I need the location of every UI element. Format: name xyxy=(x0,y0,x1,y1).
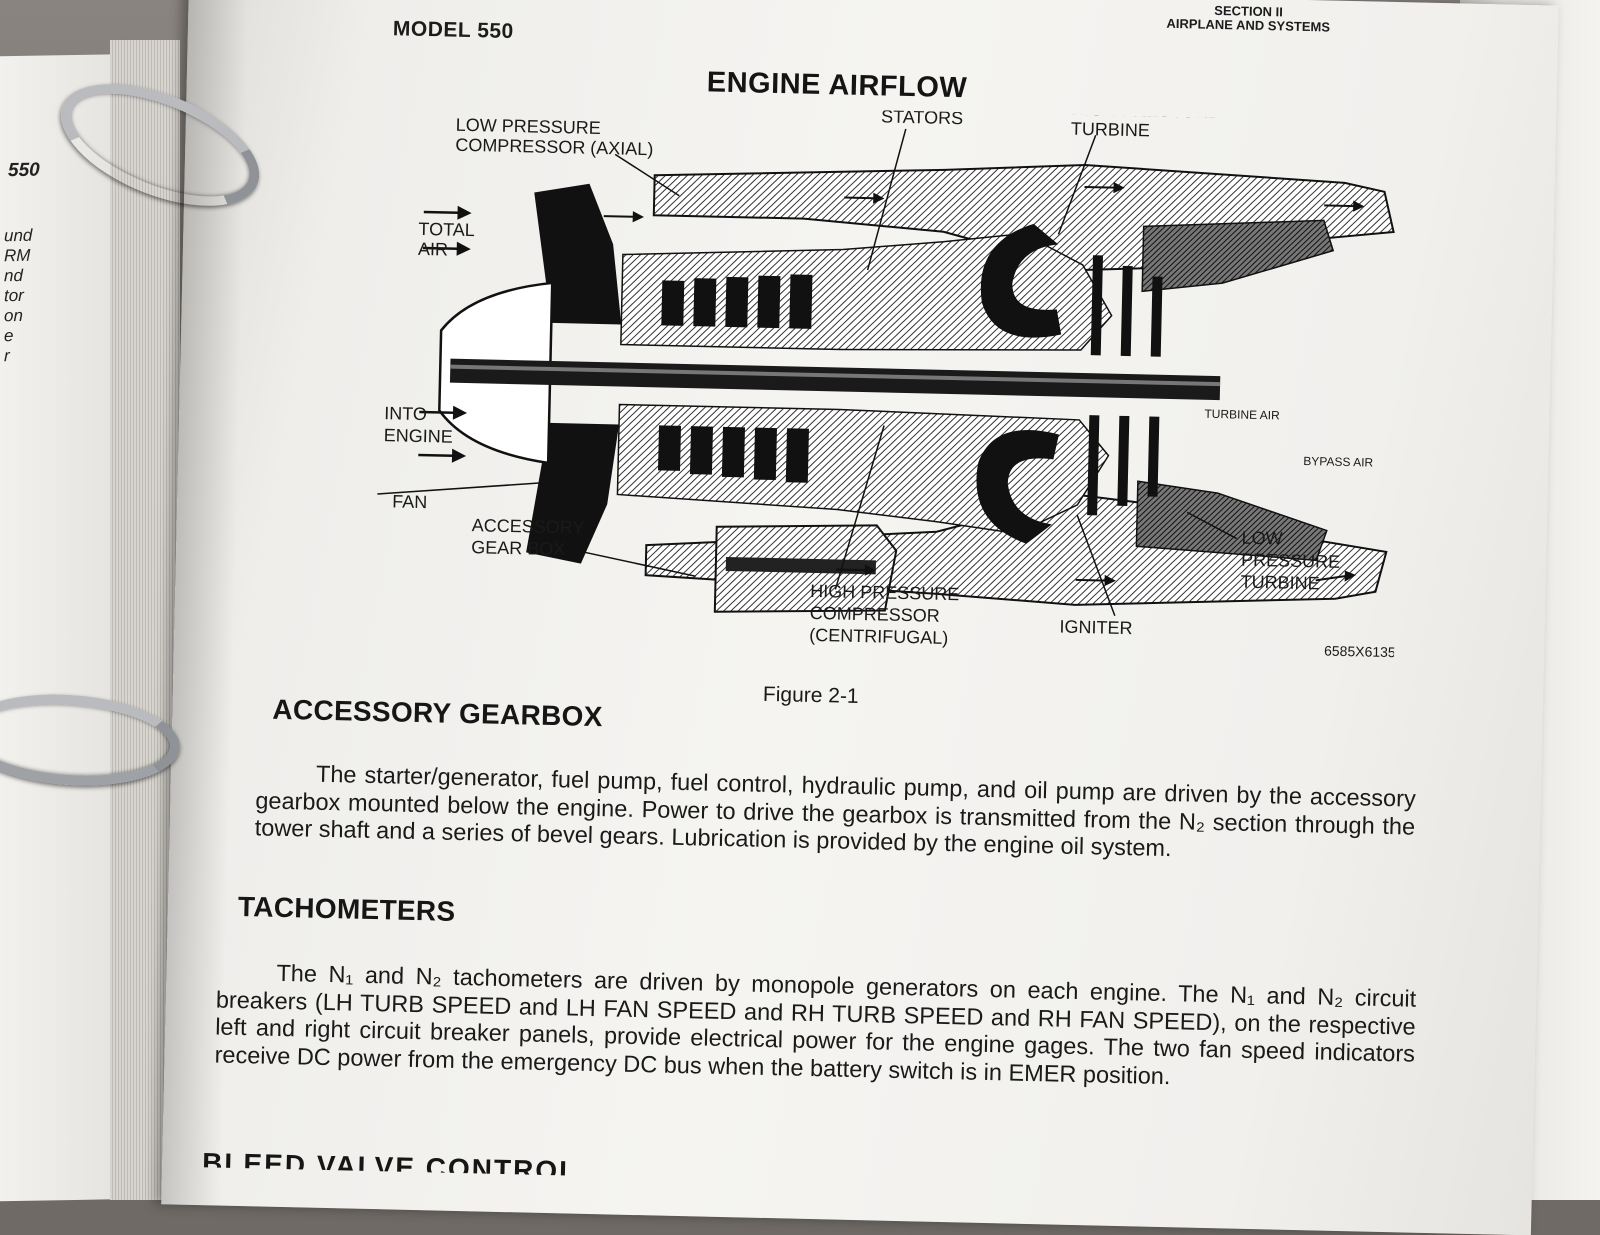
label-hp-turbine: HIGH PRESSURETURBINE xyxy=(1071,99,1221,142)
left-page-fragment: tor xyxy=(4,285,24,306)
left-page-fragment: on xyxy=(4,305,23,326)
label-text: ACCESSORY xyxy=(471,515,584,538)
paragraph-text: The N₁ and N₂ tachometers are driven by … xyxy=(214,959,1417,1089)
turbine-discs xyxy=(1087,255,1163,516)
engine-shaft xyxy=(449,358,1221,401)
figure-caption: Figure 2-1 xyxy=(762,682,859,708)
label-text: INTO xyxy=(384,403,427,424)
combustor-upper xyxy=(980,223,1062,338)
section-heading-tachometers: TACHOMETERS xyxy=(237,890,456,927)
section-heading-accessory-gearbox: ACCESSORY GEARBOX xyxy=(272,693,604,733)
paragraph-accessory-gearbox: The starter/generator, fuel pump, fuel c… xyxy=(254,759,1417,868)
exhaust-mixer-lower xyxy=(1135,480,1328,562)
label-text: GEAR BOX xyxy=(471,537,565,559)
label-fan: FAN xyxy=(392,491,427,512)
paragraph-tachometers: The N₁ and N₂ tachometers are driven by … xyxy=(214,958,1416,1095)
label-hp-compressor: HIGH PRESSURECOMPRESSOR(CENTRIFUGAL) xyxy=(809,581,959,648)
label-lp-compressor: LOW PRESSURECOMPRESSOR (AXIAL) xyxy=(455,115,654,159)
leader-lines xyxy=(377,128,1237,617)
figure-part-number: 6585X6135 xyxy=(1324,643,1396,661)
left-page-fragment: e xyxy=(4,326,14,346)
flow-arrows xyxy=(603,182,1365,587)
label-text: TURBINE xyxy=(1240,572,1319,594)
label-text: COMPRESSOR xyxy=(810,603,940,626)
left-page-fragment: r xyxy=(4,346,10,366)
label-text: LOW PRESSURE xyxy=(456,115,601,138)
left-page-fragment: und xyxy=(4,225,33,246)
paragraph-text: The starter/generator, fuel pump, fuel c… xyxy=(254,760,1417,862)
inlet-arrows xyxy=(418,205,472,463)
exhaust-mixer-upper xyxy=(1141,219,1335,293)
label-into-engine: INTOENGINE xyxy=(384,403,454,447)
label-text: AIR xyxy=(418,239,448,260)
label-text: PRESSURE xyxy=(1241,550,1340,572)
left-page-fragment: RM xyxy=(4,245,31,266)
combustor-lower xyxy=(976,430,1059,544)
label-bypass-air: BYPASS AIR xyxy=(1303,454,1373,470)
engine-airflow-diagram: LOW PRESSURECOMPRESSOR (AXIAL) STATORS H… xyxy=(377,99,1396,661)
figure-title: ENGINE AIRFLOW xyxy=(706,66,968,105)
label-igniter: IGNITER xyxy=(1059,617,1132,639)
label-lp-turbine: LOWPRESSURETURBINE xyxy=(1240,528,1340,594)
header-model: MODEL 550 xyxy=(392,17,515,43)
label-text: (CENTRIFUGAL) xyxy=(809,625,948,648)
label-total-air: TOTALAIR xyxy=(418,219,475,260)
label-accessory-gear-box: ACCESSORYGEAR BOX xyxy=(471,515,585,560)
header-section: SECTION II AIRPLANE AND SYSTEMS xyxy=(1148,2,1349,35)
lp-compressor-blades xyxy=(658,274,813,483)
fan-blade-upper xyxy=(534,183,622,325)
label-text: LOW xyxy=(1241,528,1282,549)
left-page-number: 550 xyxy=(8,159,40,182)
manual-page: MODEL 550 SECTION II AIRPLANE AND SYSTEM… xyxy=(161,0,1559,1235)
label-turbine-air: TURBINE AIR xyxy=(1204,407,1280,423)
label-text: ENGINE xyxy=(384,425,453,447)
label-text: COMPRESSOR (AXIAL) xyxy=(455,135,653,159)
header-section-title: AIRPLANE AND SYSTEMS xyxy=(1166,15,1331,35)
label-text: TOTAL xyxy=(418,219,475,240)
section-heading-bleed-valve-partial: BLEED VALVE CONTROL xyxy=(202,1147,579,1176)
left-page-fragment: nd xyxy=(4,265,23,286)
label-stators: STATORS xyxy=(881,106,963,128)
label-text: TURBINE xyxy=(1071,119,1150,141)
label-text: HIGH PRESSURE xyxy=(810,581,959,604)
